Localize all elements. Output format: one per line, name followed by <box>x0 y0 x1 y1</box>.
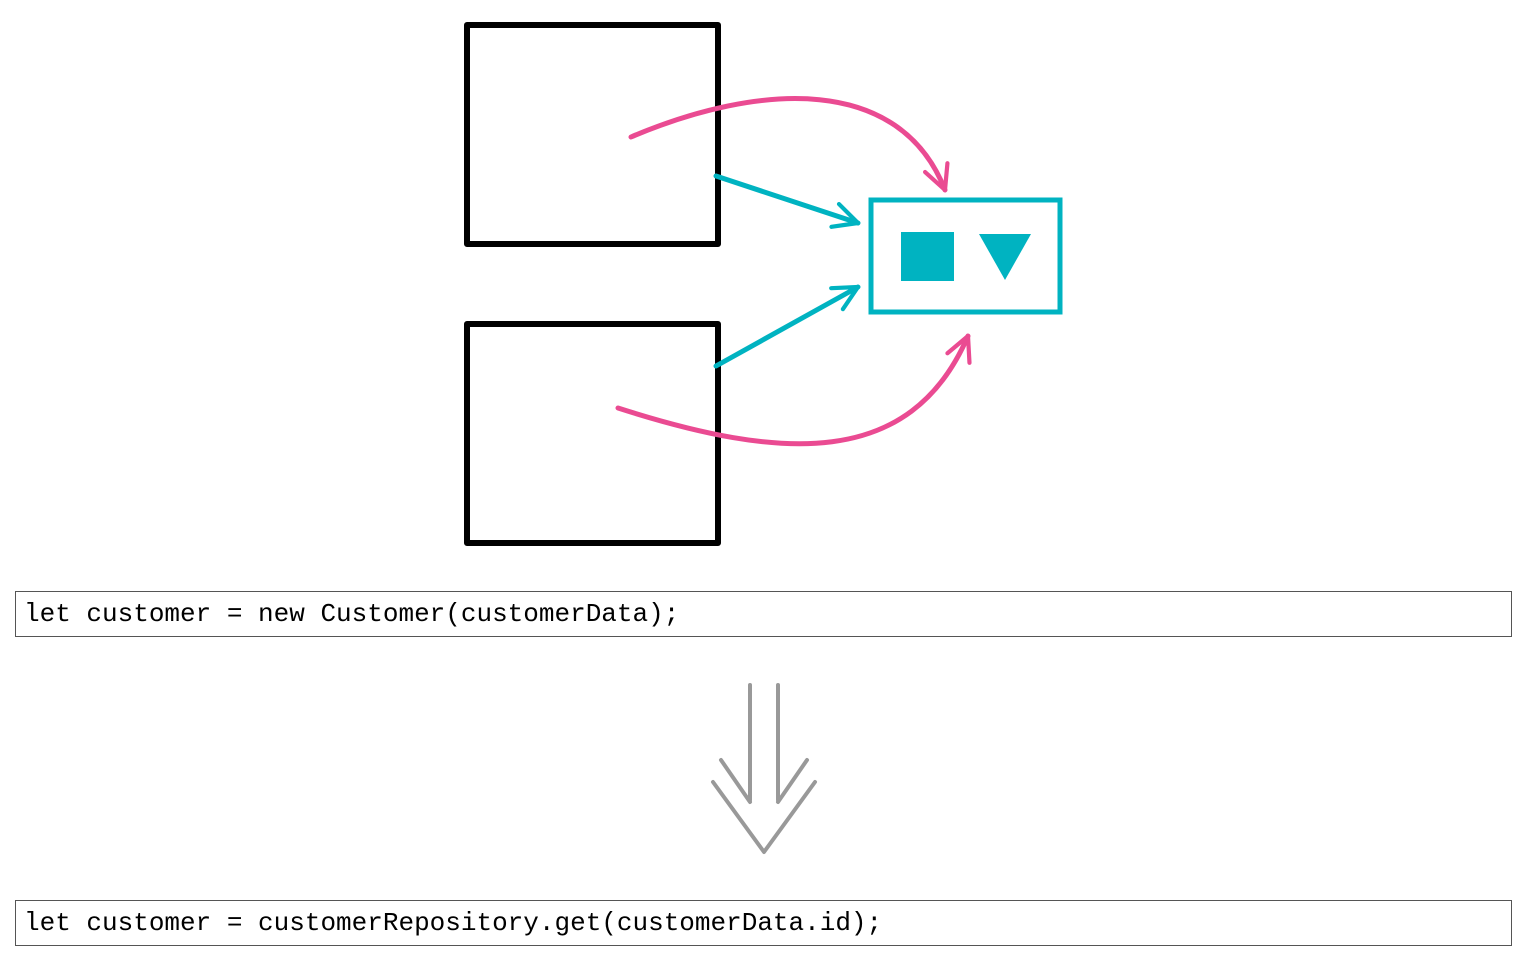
down-triangle-icon <box>979 234 1031 280</box>
double-down-arrow-icon <box>711 683 817 854</box>
top-pink-arrow <box>628 96 950 193</box>
bottom-pink-arrow <box>615 333 972 447</box>
top-object-box <box>464 22 721 247</box>
top-cyan-arrow <box>713 173 861 229</box>
bottom-cyan-arrow <box>713 284 861 369</box>
filled-square-icon <box>901 232 954 281</box>
bottom-object-box <box>464 321 721 546</box>
code-after: let customer = customerRepository.get(cu… <box>15 900 1512 946</box>
code-before: let customer = new Customer(customerData… <box>15 591 1512 637</box>
shared-object-box <box>868 197 1063 315</box>
